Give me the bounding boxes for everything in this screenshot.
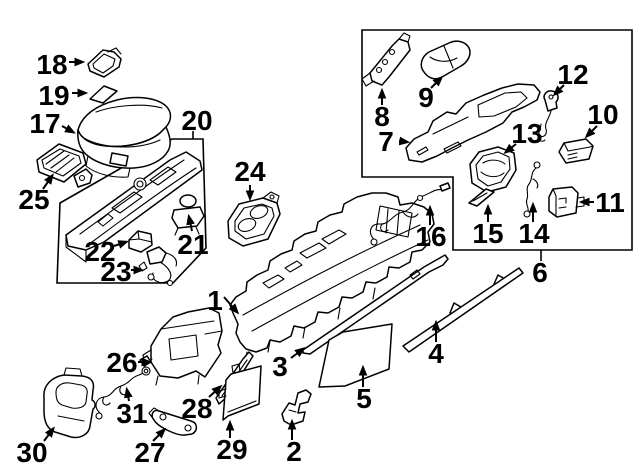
callout-7-label[interactable]: 7 — [378, 126, 394, 157]
part-2-bracket-clip — [281, 389, 312, 426]
callout-15[interactable]: 15 — [472, 203, 504, 249]
callout-29-label[interactable]: 29 — [216, 434, 247, 465]
part-1-console-main-frame — [229, 192, 435, 364]
part-10-switch-unit — [558, 138, 594, 164]
callout-2-label[interactable]: 2 — [286, 436, 302, 467]
callout-3[interactable]: 3 — [272, 347, 306, 382]
part-24-cup-holder — [227, 191, 281, 247]
callout-21[interactable]: 21 — [177, 213, 209, 260]
callout-17[interactable]: 17 — [29, 108, 76, 139]
callout-6[interactable]: 6 — [532, 250, 548, 288]
callout-22[interactable]: 22 — [84, 236, 130, 267]
callout-31-label[interactable]: 31 — [116, 398, 147, 429]
callout-12[interactable]: 12 — [552, 59, 589, 97]
callout-27[interactable]: 27 — [134, 427, 167, 468]
part-4-side-trim-strip — [402, 267, 524, 353]
callout-9[interactable]: 9 — [418, 75, 444, 113]
callout-21-label[interactable]: 21 — [177, 229, 208, 260]
part-13-storage-bin — [469, 146, 517, 193]
callout-31[interactable]: 31 — [116, 386, 148, 429]
callout-11[interactable]: 11 — [578, 187, 625, 218]
callout-1[interactable]: 1 — [207, 285, 240, 316]
callout-25[interactable]: 25 — [18, 173, 54, 215]
callout-1-label[interactable]: 1 — [207, 285, 223, 316]
callout-4-label[interactable]: 4 — [428, 338, 444, 369]
part-22-switch — [128, 230, 153, 253]
callout-16-label[interactable]: 16 — [415, 221, 446, 252]
callout-11-label[interactable]: 11 — [595, 187, 625, 218]
part-23-harness-clip — [138, 246, 178, 287]
part-5-side-cover-panel — [318, 323, 393, 388]
callout-14[interactable]: 14 — [518, 201, 550, 249]
part-18-storage-tray — [87, 47, 122, 78]
callout-18-label[interactable]: 18 — [36, 49, 67, 80]
callout-28[interactable]: 28 — [181, 384, 223, 424]
callout-29[interactable]: 29 — [216, 419, 248, 465]
callout-16[interactable]: 16 — [415, 204, 447, 252]
part-9-lid-cover — [420, 40, 471, 80]
part-25-air-vent — [36, 143, 93, 188]
part-console-upper-panel — [65, 151, 203, 263]
part-26-rear-frame — [142, 307, 223, 386]
callout-8[interactable]: 8 — [374, 87, 390, 132]
callout-24[interactable]: 24 — [234, 156, 266, 202]
callout-19-label[interactable]: 19 — [38, 80, 69, 111]
part-27-support-bracket — [148, 407, 198, 436]
callout-25-label[interactable]: 25 — [18, 184, 49, 215]
part-16-wiring-harness — [369, 182, 451, 246]
callout-10[interactable]: 10 — [584, 99, 619, 139]
callout-17-label[interactable]: 17 — [29, 108, 60, 139]
callout-18[interactable]: 18 — [36, 49, 86, 80]
callout-10-label[interactable]: 10 — [587, 99, 618, 130]
callout-4[interactable]: 4 — [428, 319, 444, 369]
part-7-upper-trim-plate — [405, 83, 541, 163]
callout-20[interactable]: 20 — [181, 105, 213, 139]
part-17-armrest-lid — [77, 96, 172, 178]
callout-3-label[interactable]: 3 — [272, 351, 288, 382]
callout-13[interactable]: 13 — [503, 118, 543, 155]
callouts: 1 2 3 4 5 6 7 8 — [16, 49, 624, 468]
callout-30-label[interactable]: 30 — [16, 437, 47, 468]
part-29-panel — [218, 363, 262, 421]
part-8-bracket-rail — [361, 32, 411, 87]
callout-26[interactable]: 26 — [106, 347, 153, 378]
callout-12-label[interactable]: 12 — [557, 59, 588, 90]
part-19-tray-mat — [89, 85, 118, 104]
callout-5[interactable]: 5 — [356, 364, 372, 414]
callout-13-label[interactable]: 13 — [511, 118, 542, 149]
part-11-switch-unit — [548, 186, 585, 218]
callout-7[interactable]: 7 — [378, 126, 411, 157]
callout-5-label[interactable]: 5 — [356, 383, 372, 414]
part-15-trim-strip — [468, 188, 495, 207]
callout-24-label[interactable]: 24 — [234, 156, 266, 187]
callout-20-label[interactable]: 20 — [181, 105, 212, 136]
callout-22-label[interactable]: 22 — [84, 236, 115, 267]
callout-19[interactable]: 19 — [38, 80, 89, 111]
part-30-rear-cover — [43, 367, 96, 439]
callout-14-label[interactable]: 14 — [518, 218, 550, 249]
callout-8-label[interactable]: 8 — [374, 101, 390, 132]
callout-9-label[interactable]: 9 — [418, 82, 434, 113]
part-14-cable — [523, 161, 541, 218]
callout-23[interactable]: 23 — [100, 256, 145, 287]
callout-23-label[interactable]: 23 — [100, 256, 131, 287]
callout-2[interactable]: 2 — [286, 418, 302, 467]
callout-26-label[interactable]: 26 — [106, 347, 137, 378]
group-box-20 — [56, 138, 207, 284]
callout-6-label[interactable]: 6 — [532, 257, 548, 288]
group-box-6 — [361, 29, 633, 251]
callout-28-label[interactable]: 28 — [181, 393, 212, 424]
callout-27-label[interactable]: 27 — [134, 437, 165, 468]
callout-15-label[interactable]: 15 — [472, 218, 503, 249]
callout-30[interactable]: 30 — [16, 426, 55, 468]
